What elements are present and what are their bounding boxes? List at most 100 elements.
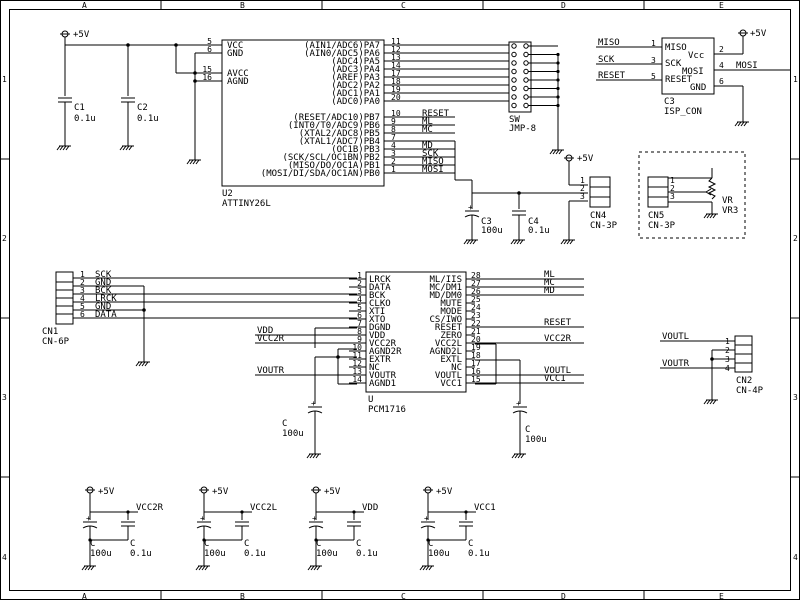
c3-value: 100u — [481, 226, 503, 236]
ground-hatch — [195, 159, 200, 165]
col-label-bottom: C — [401, 592, 406, 600]
ground-hatch — [313, 565, 318, 571]
u-pin-name: DGND — [369, 323, 391, 333]
cap-value: 100u — [204, 549, 226, 559]
cn1-ref: CN1 — [42, 327, 58, 337]
jumper-pin — [523, 68, 529, 75]
ground-hatch — [516, 239, 521, 245]
ground-icon — [703, 213, 718, 219]
u2-pin-number: 4 — [391, 141, 396, 150]
jumper-pin — [511, 68, 517, 75]
u2-net-label: RESET — [422, 109, 450, 119]
u-pin-name: VOUTL — [435, 371, 462, 381]
row-label-left: 1 — [2, 75, 7, 84]
cn4-pin: 3 — [580, 192, 585, 201]
ground-hatch — [472, 239, 477, 245]
u2-pin-name: (AIN1/ADC6)PA7 — [304, 41, 380, 51]
u2-pin-number: 14 — [391, 61, 401, 70]
ground-symbols — [56, 121, 749, 571]
jumper-rows — [511, 43, 560, 109]
ground-hatch — [520, 453, 525, 459]
cn2-net: VOUTL — [662, 332, 689, 342]
vr-ref: VR — [722, 196, 733, 206]
jumper-pin — [523, 43, 529, 49]
c3-ref: C3 — [481, 217, 492, 227]
power-label: +5V — [750, 29, 767, 39]
u2-pin-number: 10 — [391, 109, 401, 118]
power-label: +5V — [436, 487, 453, 497]
isp-net: MISO — [598, 38, 620, 48]
ground-hatch — [138, 361, 143, 367]
cn1-pin: 4 — [80, 294, 85, 303]
ground-hatch — [186, 159, 191, 165]
cn5-value: CN-3P — [648, 221, 676, 231]
cn1-pin: 3 — [80, 286, 85, 295]
u-pin-number: 4 — [357, 295, 362, 304]
isp-pin-number: 1 — [651, 39, 656, 48]
ground-hatch — [425, 565, 430, 571]
u-pin-number: 24 — [471, 303, 481, 312]
cn1-pin: 6 — [80, 310, 85, 319]
ground-hatch — [119, 145, 124, 151]
u-pin-number: 6 — [357, 311, 362, 320]
ground-icon — [703, 399, 718, 405]
ground-hatch — [144, 361, 149, 367]
col-label-bottom: E — [719, 592, 724, 600]
u-pin-name: CS/IWO — [429, 315, 462, 325]
c2-ref: C2 — [137, 103, 148, 113]
ground-icon — [81, 565, 96, 571]
u-pin-name: NC — [451, 363, 462, 373]
u-pin-number: 3 — [357, 287, 362, 296]
u-pin-number: 11 — [352, 351, 362, 360]
cn1-value: CN-6P — [42, 337, 70, 347]
ground-icon — [549, 149, 564, 155]
ground-hatch — [189, 159, 194, 165]
ground-icon — [307, 565, 322, 571]
ground-hatch — [198, 565, 203, 571]
cap-u-right-ref: C — [525, 425, 530, 435]
u-net-label: ML — [544, 270, 555, 280]
u2-net-label: SCK — [422, 149, 439, 159]
u-pin-name: DATA — [369, 283, 391, 293]
u2-pin-number: 17 — [391, 69, 401, 78]
cap-ref: C — [316, 539, 321, 549]
ground-hatch — [201, 565, 206, 571]
u2-pin-number: 3 — [391, 149, 396, 158]
u-net-label: MC — [544, 278, 555, 288]
ground-hatch — [141, 361, 146, 367]
isp-pin-name: GND — [690, 83, 706, 93]
cn4-ref: CN4 — [590, 211, 606, 221]
u2-pin-number: 13 — [391, 53, 401, 62]
u-pin-name: MUTE — [440, 299, 462, 309]
cn5-pin: 2 — [670, 184, 675, 193]
ground-hatch — [422, 565, 427, 571]
isp-pin-name: MOSI — [682, 67, 704, 77]
isp-pin-number: 6 — [719, 77, 724, 86]
u2-pin-name: (ADC4)PA5 — [331, 57, 380, 67]
u-pin-name: VDD — [369, 331, 385, 341]
ground-hatch — [309, 453, 314, 459]
u-pin-number: 9 — [357, 335, 362, 344]
sw-ref: SW — [509, 115, 520, 125]
cap-value: 100u — [316, 549, 338, 559]
isp-pin-name: MISO — [665, 43, 687, 53]
u2-pin-name: AVCC — [227, 69, 249, 79]
u2-pin-name: (ADC2)PA2 — [331, 81, 380, 91]
isp-pin-name: Vcc — [688, 51, 704, 61]
power-label: +5V — [212, 487, 229, 497]
ground-hatch — [552, 149, 557, 155]
cn1-net: SCK — [95, 270, 112, 280]
ground-icon — [734, 121, 749, 127]
jumper-pin — [523, 77, 529, 83]
ground-hatch — [510, 239, 515, 245]
ground-hatch — [737, 121, 742, 127]
u-pin-name: XTO — [369, 315, 385, 325]
cn1-net: DATA — [95, 310, 117, 320]
jumper-pin — [523, 94, 529, 100]
capacitor-c1: C1 0.1u — [58, 97, 96, 146]
ic-u2-attiny26l: 5 6 15 16 VCC GND AVCC AGND U2 ATTINY26L… — [202, 37, 509, 209]
